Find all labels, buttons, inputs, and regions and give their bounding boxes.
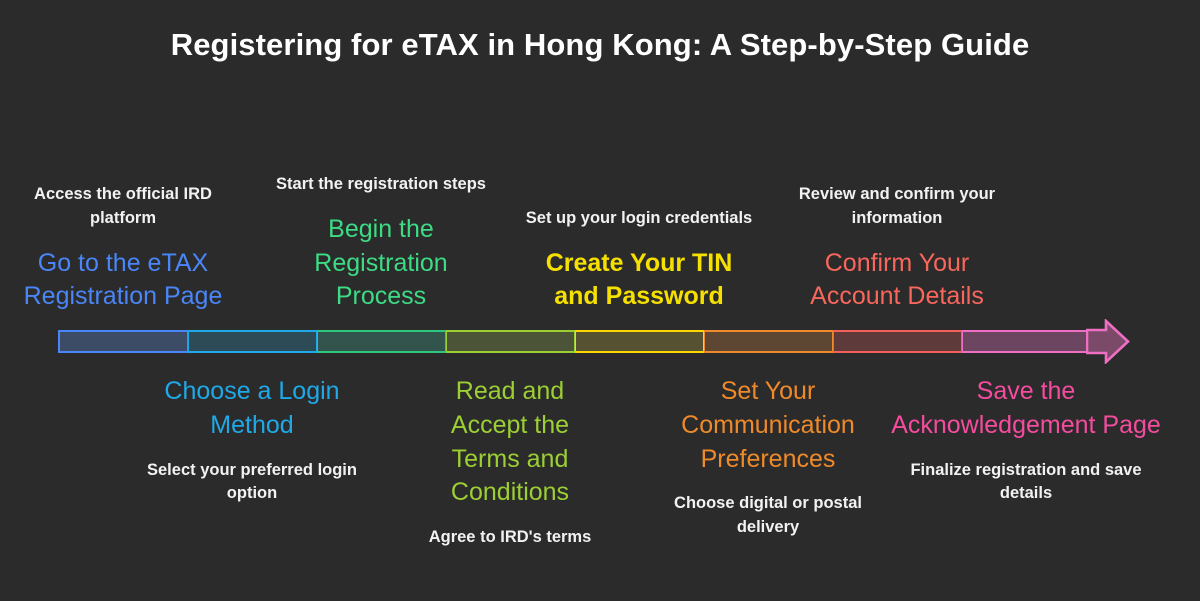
step-7-title: Confirm Your Account Details bbox=[810, 248, 984, 311]
timeline-segment-8 bbox=[962, 330, 1090, 353]
timeline-segment-3 bbox=[317, 330, 446, 353]
step-8-title: Save the Acknowledgement Page bbox=[891, 377, 1161, 439]
step-2-title: Choose a Login Method bbox=[164, 377, 340, 439]
step-8: Save the Acknowledgement Page Finalize r… bbox=[886, 375, 1166, 506]
page-title: Registering for eTAX in Hong Kong: A Ste… bbox=[170, 27, 1030, 62]
timeline-bar bbox=[58, 330, 1090, 353]
step-3: Start the registration steps Begin the R… bbox=[276, 173, 486, 314]
timeline-segment-2 bbox=[188, 330, 317, 353]
step-1-title: Go to the eTAX Registration Page bbox=[23, 248, 223, 311]
step-8-caption: Finalize registration and save details bbox=[910, 460, 1142, 503]
arrow-head-icon bbox=[1086, 319, 1130, 364]
step-6: Set Your Communication Preferences Choos… bbox=[653, 375, 883, 540]
step-4-caption: Agree to IRD's terms bbox=[428, 528, 592, 546]
step-1-caption: Access the official IRD platform bbox=[34, 184, 212, 227]
timeline-segment-5 bbox=[575, 330, 704, 353]
step-4-title: Read and Accept the Terms and Conditions bbox=[450, 377, 570, 507]
step-1: Access the official IRD platform Go to t… bbox=[8, 183, 238, 314]
step-7-caption: Review and confirm your information bbox=[798, 184, 996, 227]
step-4: Read and Accept the Terms and Conditions… bbox=[415, 375, 605, 550]
step-5-caption: Set up your login credentials bbox=[525, 208, 753, 227]
timeline-segment-1 bbox=[58, 330, 188, 353]
timeline-segment-7 bbox=[833, 330, 962, 353]
timeline-segment-4 bbox=[446, 330, 575, 353]
timeline-segment-6 bbox=[704, 330, 833, 353]
step-7: Review and confirm your information Conf… bbox=[787, 183, 1007, 314]
step-6-title: Set Your Communication Preferences bbox=[681, 377, 855, 473]
step-6-caption: Choose digital or postal delivery bbox=[674, 494, 862, 537]
step-3-caption: Start the registration steps bbox=[276, 174, 486, 193]
step-5: Set up your login credentials Create You… bbox=[524, 207, 754, 314]
step-3-title: Begin the Registration Process bbox=[314, 214, 448, 311]
step-2-caption: Select your preferred login option bbox=[147, 460, 357, 503]
step-5-title: Create Your TIN and Password bbox=[545, 248, 733, 311]
step-2: Choose a Login Method Select your prefer… bbox=[137, 375, 367, 506]
